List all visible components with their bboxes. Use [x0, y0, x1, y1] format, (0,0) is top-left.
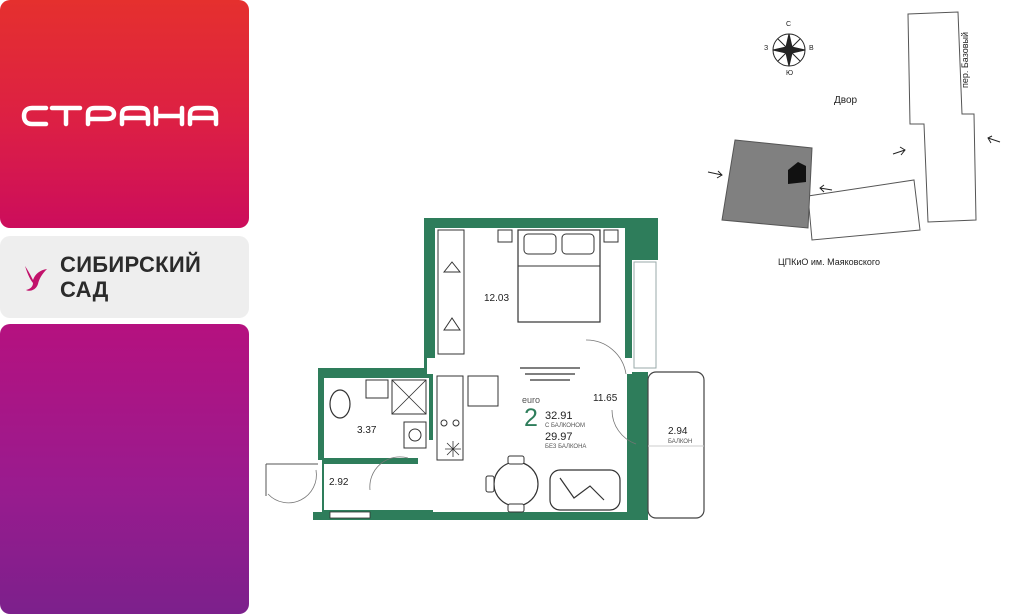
compass-s: Ю: [786, 70, 794, 77]
entrance-arrows: [707, 135, 1001, 193]
room-area-kitchen: 11.65: [593, 393, 618, 404]
project-name-line1: СИБИРСКИЙ: [60, 252, 202, 277]
floor-plan: [262, 218, 705, 520]
room-area-bathroom: 3.37: [357, 425, 377, 436]
yard-label: Двор: [834, 95, 858, 106]
strana-logo: [21, 105, 219, 127]
site-map: [707, 11, 1001, 241]
area-without-balcony: 29.97: [545, 431, 573, 443]
area-with-balcony: 32.91: [545, 410, 573, 422]
connector-road: [807, 179, 921, 241]
type-label: euro: [522, 395, 541, 405]
wardrobe: [437, 229, 465, 355]
residential-building: [907, 11, 977, 223]
washer: [403, 421, 427, 449]
kitchen-counter: [436, 375, 464, 461]
compass-n: С: [786, 21, 792, 28]
target-building: [788, 162, 806, 184]
park-label: ЦПКиО им. Маяковского: [778, 257, 880, 267]
room-area-bedroom: 12.03: [484, 293, 510, 304]
compass-icon: [772, 33, 806, 67]
room-area-hall: 2.92: [329, 477, 349, 488]
project-name-line2: САД: [60, 277, 109, 302]
dining-table: [493, 461, 539, 507]
rooms-count: 2: [524, 404, 538, 432]
balcony-caption: БАЛКОН: [668, 439, 693, 445]
area-with-balcony-caption: С БАЛКОНОМ: [545, 423, 585, 429]
hall: [324, 464, 429, 510]
compass-e: В: [809, 45, 814, 52]
project-name: СИБИРСКИЙ САД: [60, 252, 201, 302]
brand-panel-bottom: [0, 324, 249, 614]
area-without-balcony-caption: БЕЗ БАЛКОНА: [545, 444, 587, 450]
sink: [365, 379, 389, 399]
street-label: пер. Базовый: [960, 31, 970, 88]
bird-icon: [25, 266, 47, 291]
room-area-balcony: 2.94: [668, 426, 688, 437]
project-panel: [0, 236, 249, 318]
compass-w: З: [764, 45, 769, 52]
neighbor-building: [721, 139, 813, 229]
brand-panel-top: [0, 0, 249, 228]
balcony: [647, 371, 705, 519]
toilet: [329, 389, 351, 419]
